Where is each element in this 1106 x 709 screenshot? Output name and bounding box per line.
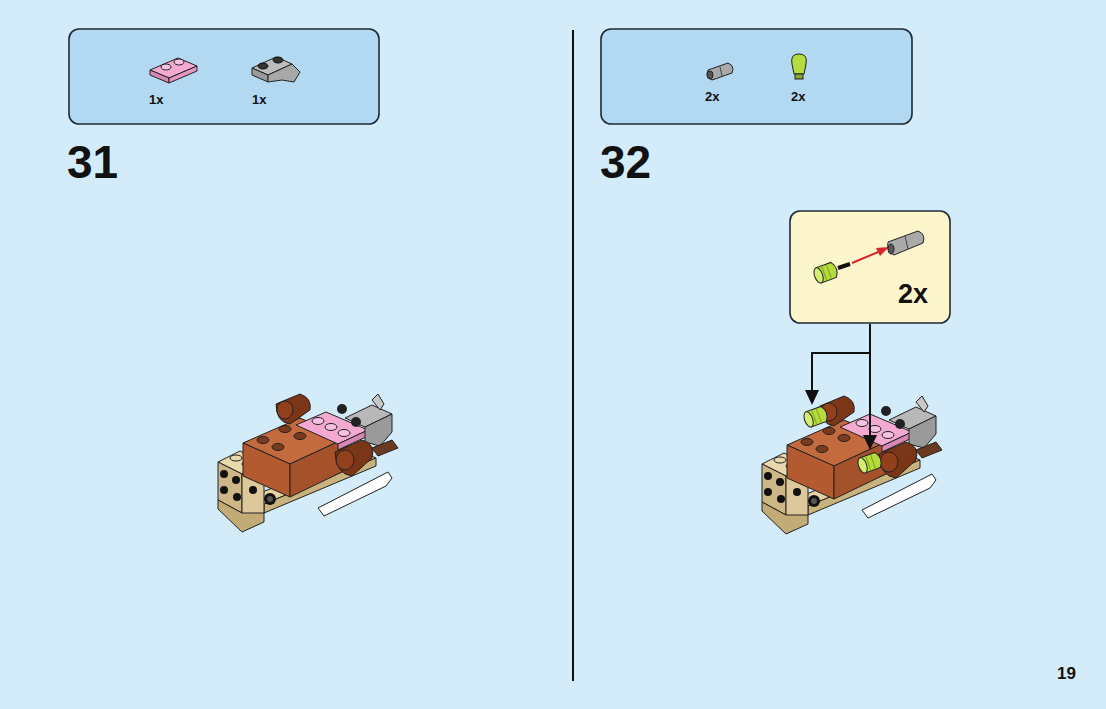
part-count: 2x <box>705 90 719 103</box>
part-count: 2x <box>898 281 928 308</box>
callout-box: 2x <box>790 211 950 323</box>
parts-panel: 2x 2x <box>601 29 912 124</box>
parts-panel-outline <box>601 29 912 124</box>
page-number: 19 <box>1057 665 1076 682</box>
step-number: 31 <box>67 139 118 185</box>
part-count: 1x <box>149 93 163 106</box>
part-count: 1x <box>252 93 266 106</box>
step-number: 32 <box>600 139 651 185</box>
parts-panel-outline <box>69 29 379 124</box>
parts-panel: 1x 1x <box>69 29 379 124</box>
part-count: 2x <box>791 90 805 103</box>
callout-box-outline <box>790 211 950 323</box>
